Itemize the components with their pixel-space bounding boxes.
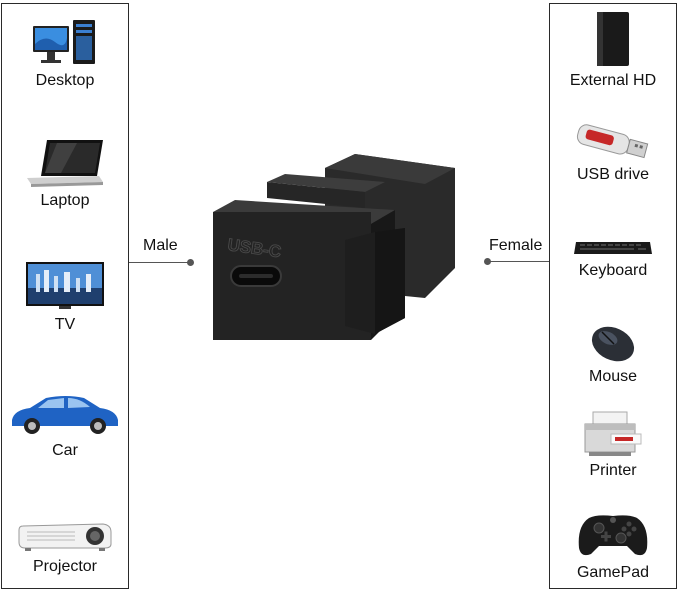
usb-c-keystone-coupler: USB-C: [205, 148, 455, 355]
gamepad-icon: [578, 515, 648, 556]
device-mouse: Mouse: [550, 322, 676, 386]
printer-icon: [584, 411, 642, 456]
device-keyboard: Keyboard: [550, 238, 676, 280]
device-label: Printer: [589, 462, 637, 479]
device-label: Car: [52, 442, 78, 459]
device-projector: Projector: [2, 516, 128, 576]
device-label: Desktop: [35, 72, 95, 89]
female-connector-dot: [484, 258, 491, 265]
tv-icon: [26, 262, 104, 309]
device-label: External HD: [569, 72, 657, 89]
device-label: Mouse: [588, 368, 638, 385]
female-devices-panel: External HD USB drive Keyboard: [549, 3, 677, 589]
laptop-icon: [27, 140, 103, 187]
device-label: GamePad: [576, 564, 650, 581]
device-label: TV: [54, 316, 76, 333]
keyboard-icon: [574, 242, 652, 254]
device-label: USB drive: [576, 166, 650, 183]
device-label: Keyboard: [578, 262, 648, 279]
male-devices-panel: Desktop Laptop TV: [1, 3, 129, 589]
projector-icon: [18, 523, 112, 551]
external-hd-icon: [597, 12, 629, 66]
device-usb-drive: USB drive: [550, 122, 676, 184]
female-connector-line: [488, 261, 549, 262]
female-label: Female: [489, 237, 543, 254]
device-tv: TV: [2, 260, 128, 334]
device-gamepad: GamePad: [550, 510, 676, 582]
device-external-hd: External HD: [550, 10, 676, 90]
mouse-icon: [591, 326, 635, 362]
device-label: Laptop: [40, 192, 90, 209]
male-label: Male: [143, 237, 178, 254]
device-laptop: Laptop: [2, 136, 128, 210]
male-connector-dot: [187, 259, 194, 266]
usb-drive-icon: [576, 124, 649, 159]
device-desktop: Desktop: [2, 16, 128, 90]
device-label: Projector: [32, 558, 98, 575]
car-icon: [12, 396, 118, 434]
male-connector-line: [129, 262, 190, 263]
desktop-icon: [33, 20, 95, 64]
device-car: Car: [2, 390, 128, 460]
device-printer: Printer: [550, 410, 676, 480]
